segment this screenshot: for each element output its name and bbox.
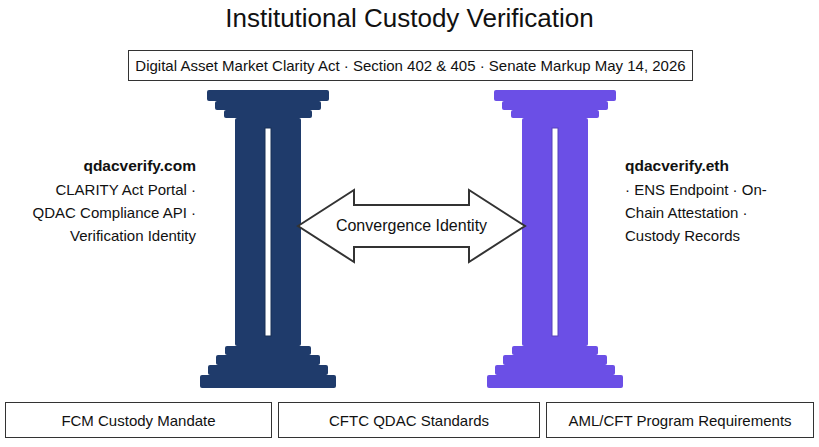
label-box: AML/CFT Program Requirements — [546, 402, 814, 438]
pillar-segment — [511, 110, 599, 118]
pillar-segment — [487, 375, 623, 388]
box-text: AML/CFT Program Requirements — [568, 412, 791, 429]
pillar-shape — [200, 90, 336, 388]
pillar-segment — [215, 101, 321, 110]
pillar-flute — [265, 128, 271, 336]
box-text: CFTC QDAC Standards — [329, 412, 489, 429]
pillar-segment — [208, 365, 328, 375]
label-box: FCM Custody Mandate — [5, 402, 272, 438]
pillar-segment — [495, 365, 615, 375]
pillar-shape — [487, 90, 623, 388]
pillar-texts: qdacverify.eth· ENS Endpoint · On-Chain … — [625, 154, 791, 247]
label-box: CFTC QDAC Standards — [278, 402, 540, 438]
box-text: Digital Asset Market Clarity Act · Secti… — [135, 57, 685, 74]
pillar-segment — [235, 118, 301, 346]
label-box: Digital Asset Market Clarity Act · Secti… — [128, 50, 693, 81]
domain-heading: qdacverify.eth — [625, 154, 791, 177]
pillar-segment — [200, 375, 336, 388]
pillar-segment — [522, 118, 588, 346]
pillar-flute — [552, 128, 558, 336]
pillar-segment — [512, 346, 598, 355]
pillar-node: qdacverify.comCLARITY Act Portal · QDAC … — [200, 90, 336, 388]
pillar-segment — [224, 110, 312, 118]
pillar-segment — [503, 355, 607, 365]
arrow-label: Convergence Identity — [336, 217, 487, 235]
pillar-segment — [494, 90, 616, 101]
pillar-segment — [207, 90, 329, 101]
pillar-segment — [225, 346, 311, 355]
domain-heading: qdacverify.com — [16, 154, 196, 177]
feature-list: · ENS Endpoint · On-Chain Attestation · … — [625, 178, 791, 247]
pillar-node: qdacverify.eth· ENS Endpoint · On-Chain … — [487, 90, 623, 388]
double-block-arrow — [298, 190, 525, 262]
pillar-segment — [216, 355, 320, 365]
pillar-segment — [502, 101, 608, 110]
diagram-title: Institutional Custody Verification — [0, 3, 819, 34]
box-text: FCM Custody Mandate — [61, 412, 215, 429]
feature-list: CLARITY Act Portal · QDAC Compliance API… — [16, 178, 196, 247]
pillar-texts: qdacverify.comCLARITY Act Portal · QDAC … — [16, 154, 196, 247]
